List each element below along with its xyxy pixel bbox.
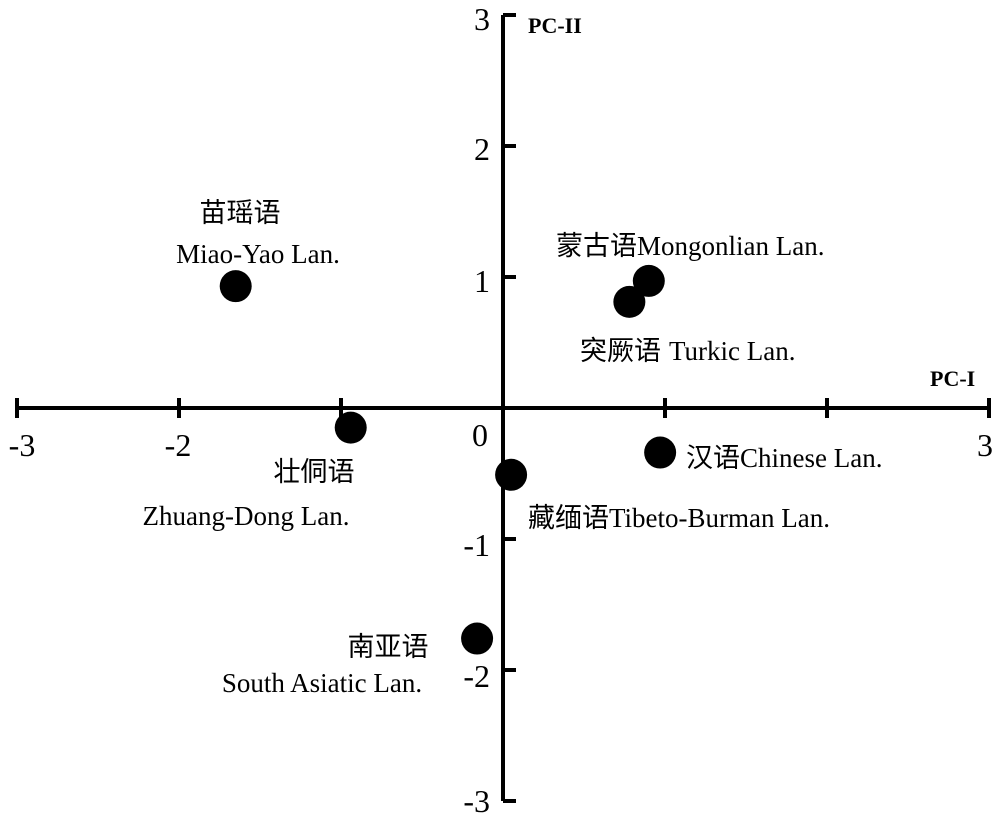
point-label-cn: 壮侗语 [274,457,355,487]
point-label-en: Turkic Lan. [669,336,796,366]
tick-labels: -3 -2 0 3 3 2 1 -1 -2 -3 [9,1,993,813]
y-tick-label: 3 [474,1,490,37]
y-tick-label: 2 [474,131,490,167]
point-label-en: Zhuang-Dong Lan. [143,501,350,531]
point-labels: 苗瑶语 Miao-Yao Lan. 蒙古语Mongonlian Lan. 突厥语 Tur… [143,198,883,698]
point-label-en: South Asiatic Lan. [222,668,422,698]
data-point-chinese [644,436,677,469]
data-point-mongolian [632,264,665,297]
x-axis-title: PC-I [930,366,975,391]
x-tick-label: -3 [9,427,36,463]
y-tick-label: -2 [463,658,490,694]
point-label-en: Chinese Lan. [740,443,882,473]
data-point-south-asiatic [461,622,494,655]
y-axis-title: PC-II [528,13,582,38]
point-label-en: Mongonlian Lan. [637,231,824,261]
y-tick-label: -1 [463,527,490,563]
point-label-cn: 南亚语 [348,632,429,662]
point-label-cn: 蒙古语 [556,231,637,261]
axes [15,13,991,803]
point-label: 蒙古语Mongonlian Lan. [556,231,824,261]
y-tick-label: -3 [463,783,490,813]
point-label-en: Tibeto-Burman Lan. [609,503,830,533]
point-label-cn: 突厥语 [580,336,661,366]
point-label-en: Miao-Yao Lan. [176,239,340,269]
point-label-cn: 苗瑶语 [200,198,281,228]
x-tick-label: 3 [977,427,993,463]
point-label: 突厥语 Turkic Lan. [580,336,796,366]
data-point-zhuang-dong [334,411,367,444]
data-points [219,264,677,655]
data-point-turkic [613,285,646,318]
point-label-cn: 汉语 [686,443,740,473]
point-label: 汉语Chinese Lan. [686,443,882,473]
x-tick-label: -2 [165,427,192,463]
point-label-cn: 藏缅语 [528,503,609,533]
data-point-miao-yao [219,270,252,303]
data-point-tibeto-burman [495,458,528,491]
x-tick-label: 0 [472,417,488,453]
point-label: 藏缅语Tibeto-Burman Lan. [528,503,830,533]
y-tick-label: 1 [474,263,490,299]
